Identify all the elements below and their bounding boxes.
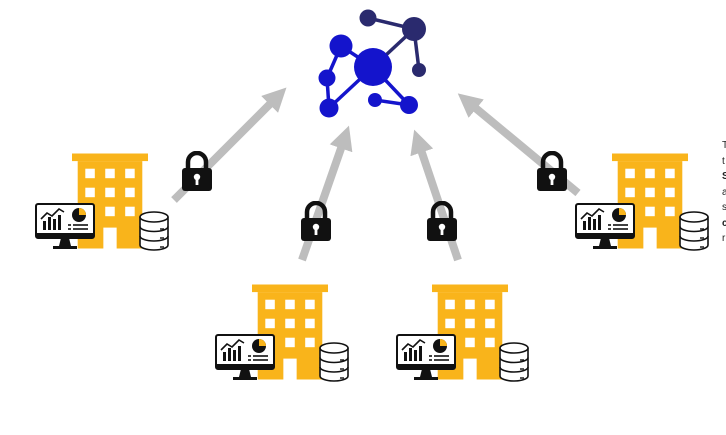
database-icon bbox=[499, 342, 529, 382]
side-text-line: S bbox=[722, 171, 726, 182]
client-site-3 bbox=[396, 284, 529, 382]
database-icon bbox=[319, 342, 349, 382]
database-icon bbox=[679, 211, 709, 251]
database-icon bbox=[139, 211, 169, 251]
side-text-line: T bbox=[722, 140, 726, 151]
client-site-4 bbox=[575, 153, 709, 251]
side-text-line: a bbox=[722, 186, 726, 198]
side-text-line: t bbox=[722, 155, 725, 167]
clipped-side-text: T t S a s c r bbox=[722, 138, 726, 247]
side-text-line: s bbox=[722, 202, 726, 213]
network-icon bbox=[318, 9, 426, 118]
padlock-icon-1 bbox=[182, 153, 212, 191]
padlock-icon-4 bbox=[537, 153, 567, 191]
client-site-1 bbox=[35, 153, 169, 251]
side-text-line: r bbox=[722, 233, 726, 244]
client-site-2 bbox=[215, 284, 349, 382]
side-text-line: c bbox=[722, 217, 726, 229]
arrow-client-2 bbox=[298, 125, 353, 262]
arrow-client-3 bbox=[410, 129, 462, 262]
upload-arrows bbox=[171, 87, 581, 262]
